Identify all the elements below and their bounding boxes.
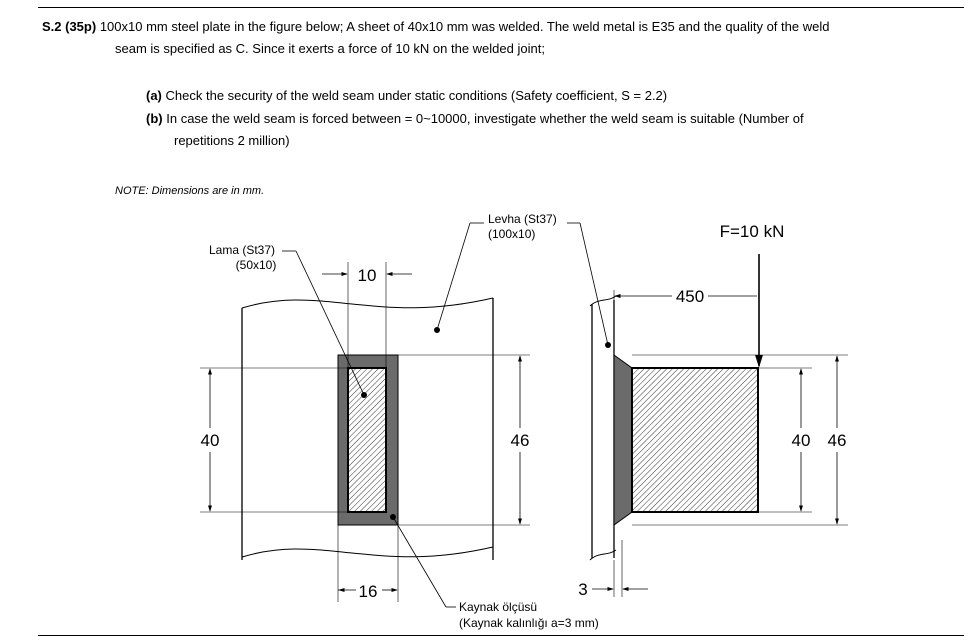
- levha-size: (100x10): [488, 227, 535, 241]
- dim-3-label: 3: [578, 580, 587, 599]
- force-label: F=10 kN: [720, 222, 785, 241]
- lama-leader-dot: [361, 392, 367, 398]
- bottom-rule: [38, 635, 964, 636]
- dim-16-label: 16: [359, 582, 378, 601]
- dim-40-left-label: 40: [201, 431, 220, 450]
- weld-label: Kaynak ölçüsü: [459, 600, 537, 614]
- part-a: (a) Check the security of the weld seam …: [146, 85, 667, 107]
- top-rule: [38, 7, 964, 8]
- lama-hatch: [348, 368, 386, 512]
- part-b-text-line1: In case the weld seam is forced between …: [166, 111, 804, 126]
- plate-side-view: [589, 295, 617, 561]
- question-text-line1: 100x10 mm steel plate in the figure belo…: [99, 19, 830, 34]
- weld-thickness-label: (Kaynak kalınlığı a=3 mm): [459, 616, 599, 630]
- part-a-label: (a): [146, 88, 162, 103]
- levha-label: Levha (St37): [488, 212, 557, 226]
- dim-46-mid-label: 46: [511, 431, 530, 450]
- part-b-text-line2: repetitions 2 million): [174, 133, 290, 148]
- weld-seam-side: [613, 354, 633, 526]
- dim-46-right-label: 46: [828, 431, 847, 450]
- question-text-line2: seam is specified as C. Since it exerts …: [115, 41, 545, 56]
- levha-leader-dot-side: [605, 342, 611, 348]
- dimension-note: NOTE: Dimensions are in mm.: [115, 185, 265, 197]
- question-header: S.2 (35p) 100x10 mm steel plate in the f…: [42, 16, 942, 38]
- part-b: (b) In case the weld seam is forced betw…: [146, 108, 804, 130]
- dim-40-right-label: 40: [792, 431, 811, 450]
- lama-side-hatch: [632, 368, 758, 512]
- levha-leader-dot-front: [434, 327, 440, 333]
- question-number: S.2 (35p): [42, 19, 97, 34]
- lama-size: (50x10): [236, 258, 277, 272]
- dim-450-label: 450: [676, 287, 704, 306]
- dim-10-label: 10: [358, 266, 377, 285]
- part-b-label: (b): [146, 111, 163, 126]
- part-a-text: Check the security of the weld seam unde…: [165, 88, 668, 103]
- lama-label: Lama (St37): [209, 243, 275, 257]
